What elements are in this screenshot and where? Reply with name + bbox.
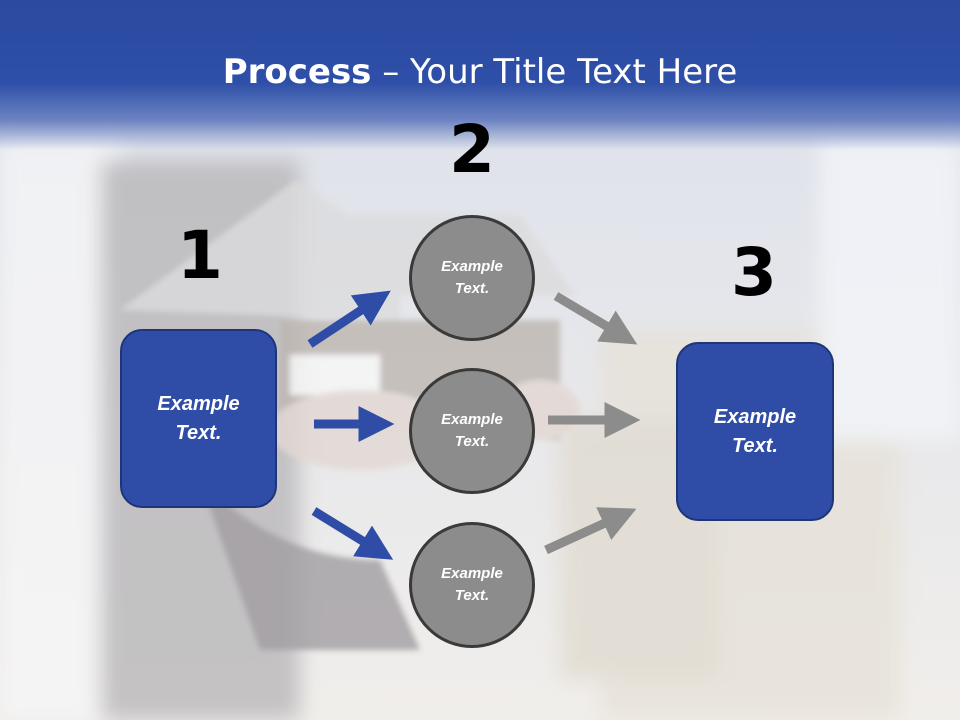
step-3-label: Example Text. [713, 405, 797, 457]
arrow-circle-top-to-3 [553, 292, 638, 345]
circle-middle-label: Example Text. [441, 410, 503, 451]
title-strong: Process [222, 52, 372, 92]
arrow-1-to-circle-bottom [311, 507, 394, 560]
step-2-circle-bottom: Example Text. [409, 522, 535, 648]
step-number-1: 1 [177, 217, 223, 294]
step-3-box: Example Text. [676, 342, 834, 521]
step-number-3: 3 [731, 234, 777, 311]
slide-title: Process – Your Title Text Here [0, 52, 960, 92]
step-1-box: Example Text. [120, 329, 277, 508]
step-2-circle-middle: Example Text. [409, 368, 535, 494]
step-number-2: 2 [449, 111, 495, 188]
step-1-label: Example Text. [157, 392, 240, 444]
circle-bottom-label: Example Text. [441, 564, 503, 605]
step-2-circle-top: Example Text. [409, 215, 535, 341]
circle-top-label: Example Text. [441, 257, 503, 298]
title-rest: – Your Title Text Here [371, 52, 738, 92]
arrow-circle-bottom-to-3 [544, 507, 637, 555]
arrow-1-to-circle-top [307, 290, 391, 348]
title-bar [0, 0, 960, 150]
